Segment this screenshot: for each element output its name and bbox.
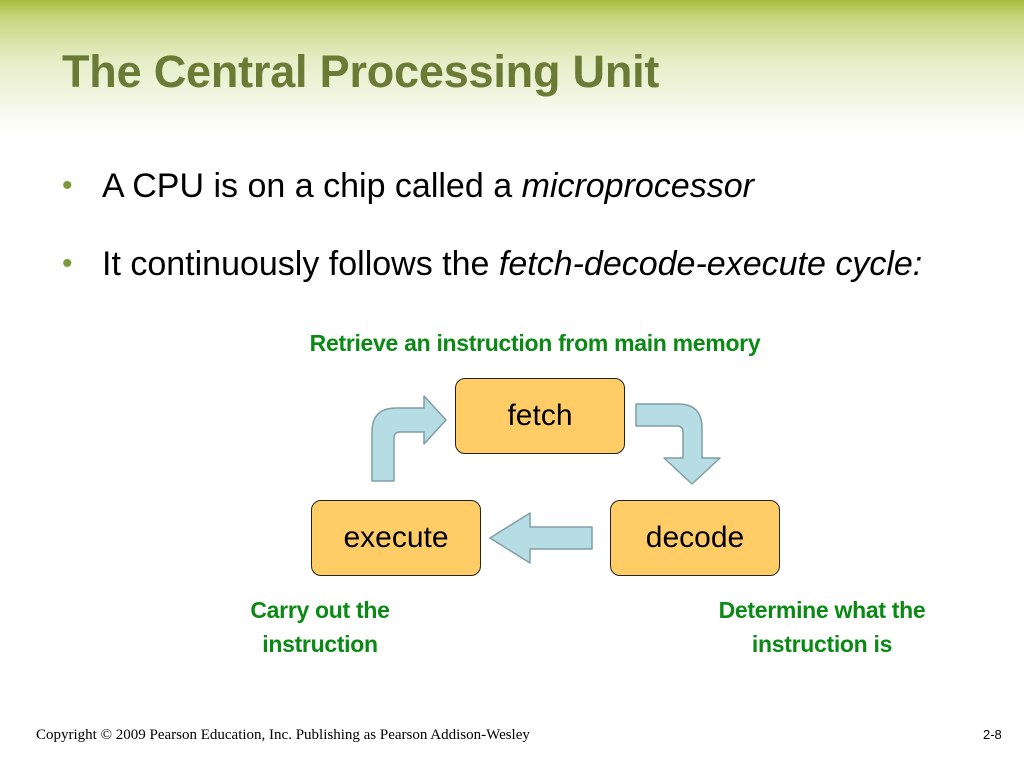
bullet-emphasis: microprocessor bbox=[521, 167, 754, 205]
copyright-footer: Copyright © 2009 Pearson Education, Inc.… bbox=[36, 727, 530, 743]
decode-box: decode bbox=[610, 500, 780, 576]
bullet-item: • It continuously follows the fetch-deco… bbox=[62, 244, 1002, 284]
page-number: 2-8 bbox=[983, 727, 1002, 742]
bullet-emphasis: fetch-decode-execute cycle: bbox=[498, 245, 923, 283]
fetch-box: fetch bbox=[455, 378, 625, 454]
header-band bbox=[0, 0, 1024, 140]
arrow-fetch-to-decode-icon bbox=[635, 403, 721, 485]
bullet-item: • A CPU is on a chip called a microproce… bbox=[62, 166, 1002, 206]
execute-box: execute bbox=[311, 500, 481, 576]
bullet-icon: • bbox=[62, 169, 73, 202]
execute-description-line: Carry out the bbox=[250, 597, 390, 623]
arrow-execute-to-fetch-icon bbox=[371, 395, 447, 482]
decode-label: decode bbox=[645, 521, 745, 554]
execute-description-line: instruction bbox=[262, 631, 378, 657]
decode-description-line: instruction is bbox=[751, 631, 893, 657]
arrow-decode-to-execute-icon bbox=[489, 512, 593, 564]
slide-title: The Central Processing Unit bbox=[62, 46, 660, 97]
execute-label: execute bbox=[343, 521, 449, 554]
decode-description: Determine what the instruction is bbox=[672, 593, 972, 661]
bullet-text: A CPU is on a chip called a bbox=[102, 167, 522, 205]
bullet-text: It continuously follows the bbox=[102, 245, 499, 283]
bullet-icon: • bbox=[62, 247, 73, 280]
bullet-list: • A CPU is on a chip called a microproce… bbox=[62, 166, 1002, 322]
execute-description: Carry out the instruction bbox=[190, 593, 450, 661]
decode-description-line: Determine what the bbox=[718, 597, 926, 623]
fetch-description: Retrieve an instruction from main memory bbox=[309, 330, 761, 356]
fetch-label: fetch bbox=[507, 399, 573, 432]
